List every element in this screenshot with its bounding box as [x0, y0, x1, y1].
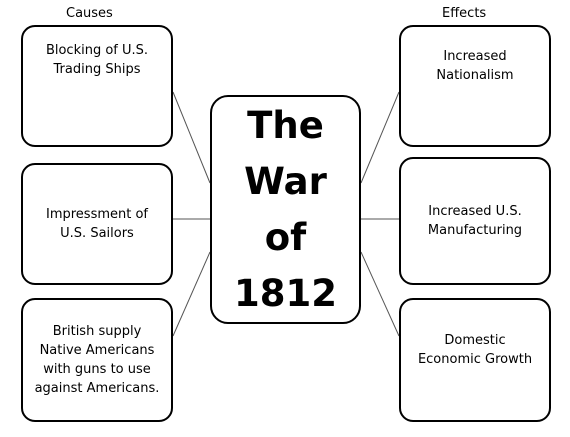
effect-box-3: Domestic Economic Growth	[399, 298, 551, 422]
connector-cause-1	[172, 91, 211, 184]
cause-box-2: Impressment of U.S. Sailors	[21, 163, 173, 285]
cause-box-3: British supply Native Americans with gun…	[21, 298, 173, 422]
connector-cause-3	[172, 251, 211, 337]
cause-text-2: Impressment of U.S. Sailors	[45, 207, 148, 241]
cause-text-1: Blocking of U.S. Trading Ships	[45, 43, 149, 77]
effect-text-2: Increased U.S. Manufacturing	[427, 204, 523, 238]
effect-box-1: Increased Nationalism	[399, 25, 551, 147]
central-topic-line-3: 1812	[234, 271, 337, 315]
cause-text-3: British supply Native Americans with gun…	[34, 324, 160, 396]
central-topic-title: The War of 1812	[220, 98, 351, 322]
effect-text-1: Increased Nationalism	[436, 49, 514, 83]
causes-title: Causes	[66, 6, 113, 21]
effect-text-3: Domestic Economic Growth	[417, 333, 533, 367]
cause-box-1: Blocking of U.S. Trading Ships	[21, 25, 173, 147]
effect-box-2: Increased U.S. Manufacturing	[399, 157, 551, 285]
connector-effect-3	[360, 251, 400, 337]
effects-title: Effects	[442, 6, 487, 21]
central-topic-line-2: War of	[244, 159, 327, 259]
connector-effect-1	[360, 91, 400, 184]
central-topic-line-1: The	[247, 103, 324, 147]
central-topic-box: The War of 1812	[210, 95, 361, 324]
